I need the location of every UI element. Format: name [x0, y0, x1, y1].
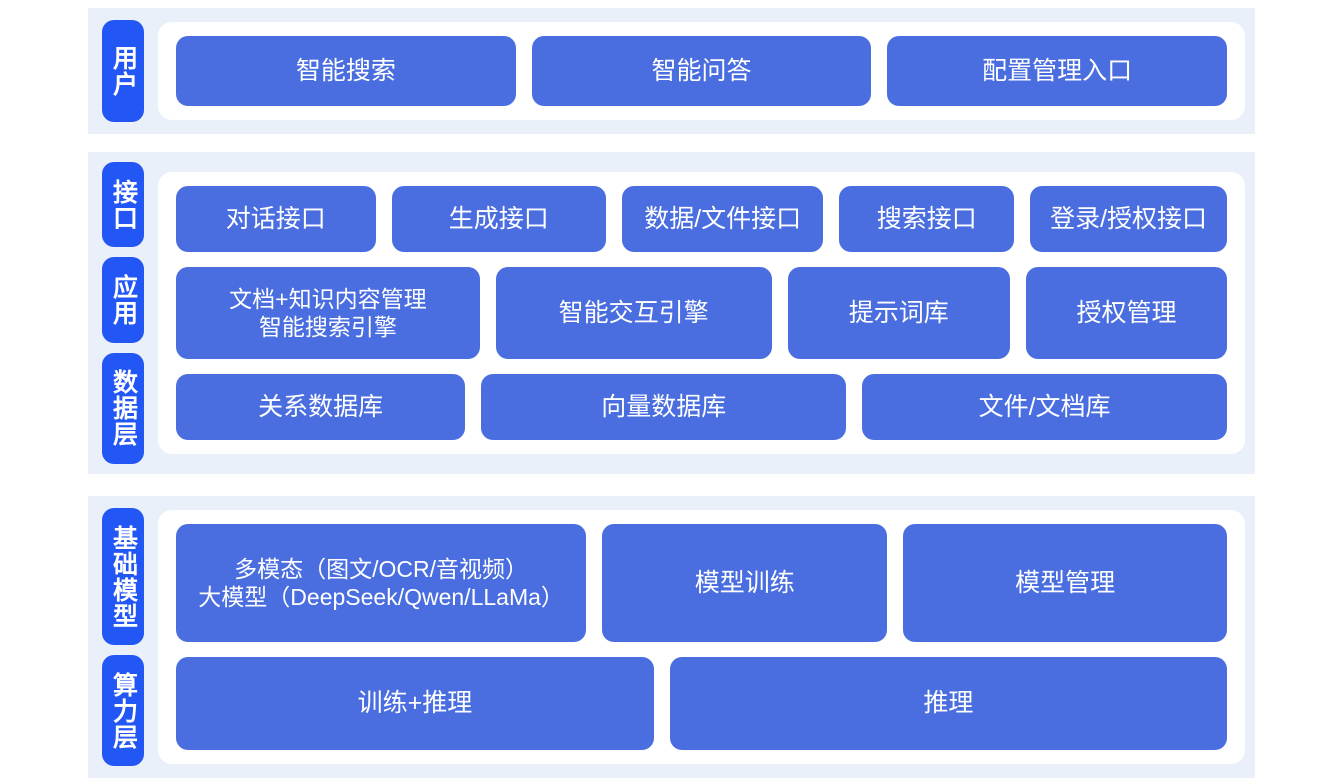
box-intelligent-search[interactable]: 智能搜索 — [176, 36, 516, 106]
application-row: 文档+知识内容管理 智能搜索引擎 智能交互引擎 提示词库 授权管理 — [176, 267, 1227, 359]
tier-bottom-tag-column: 基础模型 算力层 — [88, 496, 158, 778]
box-search-api[interactable]: 搜索接口 — [839, 186, 1015, 253]
tier-user-panel: 智能搜索 智能问答 配置管理入口 — [158, 22, 1245, 120]
compute-layer-row: 训练+推理 推理 — [176, 657, 1227, 750]
tier-bottom-panel: 多模态（图文/OCR/音视频） 大模型（DeepSeek/Qwen/LLaMa）… — [158, 510, 1245, 764]
box-file-document-store[interactable]: 文件/文档库 — [862, 373, 1227, 441]
box-authorization-management[interactable]: 授权管理 — [1026, 267, 1227, 359]
tier-tag-user[interactable]: 用户 — [102, 20, 144, 122]
tier-user: 用户 智能搜索 智能问答 配置管理入口 — [88, 8, 1255, 134]
tier-user-tag-column: 用户 — [88, 8, 158, 134]
box-config-management-entry[interactable]: 配置管理入口 — [887, 36, 1228, 106]
foundation-model-row: 多模态（图文/OCR/音视频） 大模型（DeepSeek/Qwen/LLaMa）… — [176, 524, 1227, 643]
box-dialog-api[interactable]: 对话接口 — [176, 186, 376, 253]
box-model-management[interactable]: 模型管理 — [903, 524, 1227, 643]
box-vector-database[interactable]: 向量数据库 — [481, 373, 847, 441]
tier-bottom: 基础模型 算力层 多模态（图文/OCR/音视频） 大模型（DeepSeek/Qw… — [88, 496, 1255, 778]
box-data-file-api[interactable]: 数据/文件接口 — [622, 186, 824, 253]
box-intelligent-interaction-engine[interactable]: 智能交互引擎 — [495, 267, 772, 359]
box-doc-knowledge-management[interactable]: 文档+知识内容管理 智能搜索引擎 — [176, 267, 480, 359]
tier-middle-panel: 对话接口 生成接口 数据/文件接口 搜索接口 登录/授权接口 文档+知识内容管理… — [158, 172, 1245, 454]
data-layer-row: 关系数据库 向量数据库 文件/文档库 — [176, 373, 1227, 441]
tier-tag-foundation-model[interactable]: 基础模型 — [102, 508, 144, 645]
box-intelligent-qa[interactable]: 智能问答 — [531, 36, 872, 106]
tier-user-row-1: 智能搜索 智能问答 配置管理入口 — [176, 36, 1228, 106]
box-inference[interactable]: 推理 — [669, 657, 1227, 750]
box-login-auth-api[interactable]: 登录/授权接口 — [1030, 186, 1227, 253]
box-relational-database[interactable]: 关系数据库 — [176, 373, 466, 441]
box-generation-api[interactable]: 生成接口 — [391, 186, 607, 253]
box-prompt-library[interactable]: 提示词库 — [787, 267, 1010, 359]
tier-middle-tag-column: 接口 应用 数据层 — [88, 152, 158, 474]
box-model-training[interactable]: 模型训练 — [602, 524, 888, 643]
tier-tag-interface[interactable]: 接口 — [102, 162, 144, 248]
tier-tag-compute-layer[interactable]: 算力层 — [102, 655, 144, 766]
interface-row: 对话接口 生成接口 数据/文件接口 搜索接口 登录/授权接口 — [176, 186, 1227, 253]
tier-tag-data-layer[interactable]: 数据层 — [102, 352, 144, 464]
tier-middle: 接口 应用 数据层 对话接口 生成接口 数据/文件接口 搜索接口 登录/授权接口… — [88, 152, 1255, 474]
tier-tag-application[interactable]: 应用 — [102, 257, 144, 343]
box-multimodal-large-model[interactable]: 多模态（图文/OCR/音视频） 大模型（DeepSeek/Qwen/LLaMa） — [176, 524, 587, 643]
box-training-plus-inference[interactable]: 训练+推理 — [176, 657, 654, 750]
